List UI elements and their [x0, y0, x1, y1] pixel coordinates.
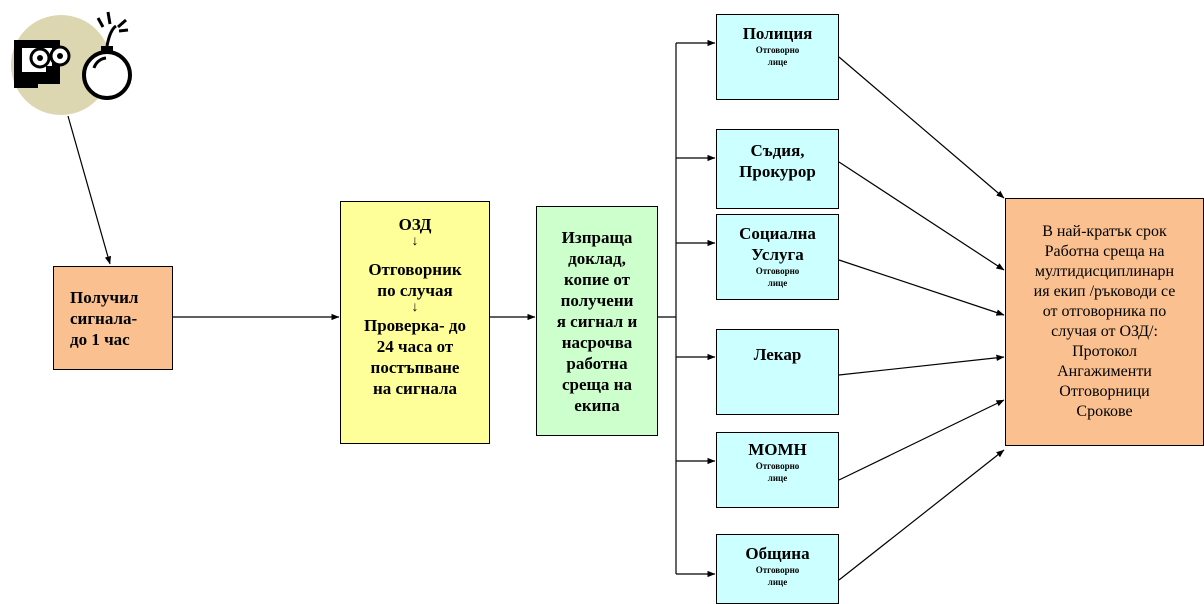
- arrow-doctor-to-meeting: [838, 354, 1005, 376]
- agency-municipality-name: Община: [745, 544, 810, 563]
- sends-line: работна: [566, 353, 628, 373]
- agency-judge-box: Съдия, Прокурор: [716, 129, 839, 209]
- ozd-check: постъпване: [370, 358, 460, 377]
- agency-doctor-name: Лекар: [753, 345, 802, 364]
- agency-police-sub: Отговорно: [755, 45, 800, 55]
- sends-line: среща на: [562, 374, 632, 394]
- ozd-box: ОЗД ↓ Отговорник по случая ↓ Проверка- д…: [340, 201, 490, 444]
- agency-social-sub: Отговорно: [755, 266, 800, 276]
- meeting-line: случая от ОЗД/:: [1051, 323, 1158, 340]
- arrow-judge-to-meeting: [838, 161, 1005, 271]
- agency-momn-box: МОМН Отговорно лице: [716, 432, 839, 508]
- detective-bomb-icon: [11, 11, 132, 115]
- sends-line: насрочва: [561, 332, 633, 352]
- sends-line: копие от: [563, 269, 631, 289]
- sends-line: екипа: [574, 395, 620, 415]
- agency-social-sub: лице: [767, 278, 788, 288]
- agency-municipality-sub: Отговорно: [755, 565, 800, 575]
- down-arrow-icon: ↓: [411, 234, 419, 249]
- arrow-police-to-meeting: [838, 56, 1005, 199]
- received-line: Получил: [70, 287, 139, 307]
- arrow-municipality-to-meeting: [838, 449, 1005, 581]
- meeting-line: Срокове: [1076, 403, 1133, 420]
- received-line: сигнала-: [70, 308, 138, 328]
- arrow-social-to-meeting: [838, 259, 1005, 316]
- meeting-line: мултидисциплинарн: [1034, 263, 1175, 280]
- agency-momn-sub: лице: [767, 473, 788, 483]
- meeting-box: В най-кратък срок Работна среща на мулти…: [1005, 198, 1204, 446]
- agency-social-name: Услуга: [751, 245, 804, 264]
- down-arrow-icon: ↓: [411, 300, 419, 315]
- agency-police-name: Полиция: [742, 24, 813, 43]
- meeting-line: ия екип /ръководи се: [1033, 283, 1176, 300]
- sends-report-box: Изпраща доклад, копие от получени я сигн…: [536, 206, 658, 436]
- ozd-title: ОЗД: [398, 215, 432, 234]
- agency-municipality-box: Община Отговорно лице: [716, 534, 839, 604]
- meeting-line: Протокол: [1072, 343, 1137, 360]
- received-line: до 1 час: [70, 329, 130, 349]
- arrow-momn-to-meeting: [838, 399, 1005, 481]
- ozd-check: 24 часа от: [376, 337, 454, 356]
- sends-line: получени: [560, 290, 634, 310]
- sends-line: Изпраща: [561, 227, 633, 247]
- meeting-line: от отговорника по: [1042, 303, 1167, 320]
- sends-line: доклад,: [568, 248, 626, 268]
- agency-police-box: Полиция Отговорно лице: [716, 14, 839, 100]
- sends-line: я сигнал и: [556, 311, 638, 331]
- meeting-line: Ангажименти: [1057, 363, 1152, 380]
- received-signal-box: Получил сигнала- до 1 час: [53, 266, 173, 370]
- agency-judge-name: Съдия,: [750, 141, 805, 160]
- agency-momn-sub: Отговорно: [755, 461, 800, 471]
- agency-police-sub: лице: [767, 57, 788, 67]
- ozd-caseworker: Отговорник: [368, 260, 462, 279]
- meeting-line: Отговорници: [1059, 383, 1150, 400]
- arrow-icon-to-received: [67, 115, 112, 265]
- ozd-check: Проверка- до: [364, 316, 466, 335]
- agency-social-name: Социална: [739, 224, 816, 243]
- agency-judge-name: Прокурор: [739, 162, 816, 181]
- agency-social-box: Социална Услуга Отговорно лице: [716, 214, 839, 300]
- ozd-check: на сигнала: [372, 379, 458, 398]
- agency-momn-name: МОМН: [748, 440, 807, 459]
- meeting-line: Работна среща на: [1044, 243, 1165, 260]
- ozd-caseworker: по случая: [377, 281, 453, 300]
- agency-doctor-box: Лекар: [716, 329, 839, 415]
- agency-municipality-sub: лице: [767, 577, 788, 587]
- meeting-line: В най-кратък срок: [1042, 223, 1167, 240]
